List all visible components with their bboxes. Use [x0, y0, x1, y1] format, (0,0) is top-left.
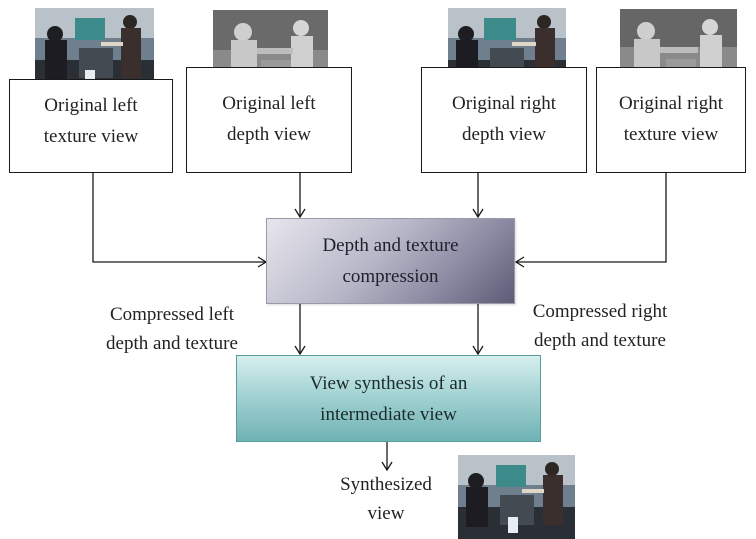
left-texture-label-line1: Original left — [44, 95, 138, 116]
right-texture-label-line2: texture view — [623, 124, 719, 145]
compression-label-line1: Depth and texture — [322, 235, 459, 256]
view-synthesis-box: View synthesis of an intermediate view — [236, 355, 541, 442]
right-texture-box: Original right texture view — [596, 67, 746, 173]
arrow-right-texture-to-compression — [514, 172, 667, 268]
synthesis-label-line2: intermediate view — [320, 403, 457, 425]
left-depth-label-line2: depth view — [227, 124, 311, 145]
compressed-left-line2: depth and texture — [106, 333, 238, 354]
left-texture-label-line2: texture view — [43, 126, 139, 147]
synthesized-view-label: Synthesized view — [330, 470, 442, 528]
compression-box: Depth and texture compression — [266, 218, 515, 304]
left-depth-label-line1: Original left — [222, 93, 316, 114]
right-depth-box: Original right depth view — [421, 67, 587, 173]
compressed-right-line2: depth and texture — [534, 330, 666, 351]
right-depth-label-line1: Original right — [452, 93, 556, 114]
arrow-left-texture-to-compression — [92, 172, 268, 268]
right-depth-label-line2: depth view — [462, 124, 546, 145]
compressed-right-label: Compressed right depth and texture — [512, 297, 688, 355]
compressed-left-line1: Compressed left — [109, 304, 234, 325]
left-texture-box: Original left texture view — [9, 79, 173, 173]
synthesis-label-line1: View synthesis of an — [309, 372, 468, 394]
compressed-right-line1: Compressed right — [532, 301, 668, 322]
compressed-left-label: Compressed left depth and texture — [88, 300, 256, 358]
left-depth-box: Original left depth view — [186, 67, 352, 173]
synthesized-line1: Synthesized — [340, 474, 432, 495]
right-texture-label-line1: Original right — [619, 93, 723, 114]
synthesized-line2: view — [367, 503, 405, 524]
synthesized-view-thumbnail — [458, 455, 575, 539]
compression-label-line2: compression — [342, 266, 439, 287]
